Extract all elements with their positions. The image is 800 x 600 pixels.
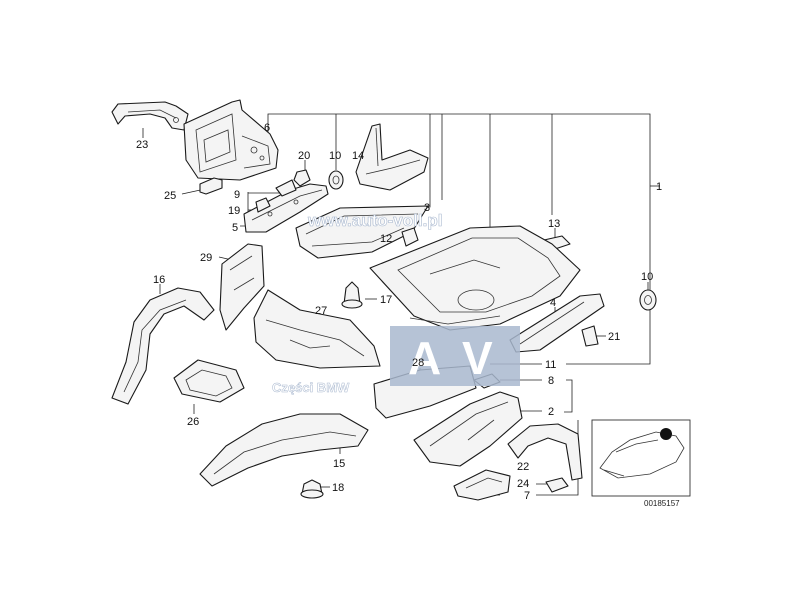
callout-1: 1 xyxy=(656,181,662,193)
reference-code: 00185157 xyxy=(644,499,680,508)
callout-23: 23 xyxy=(136,139,148,151)
callout-21: 21 xyxy=(608,331,620,343)
part-9-bracket xyxy=(275,179,297,197)
callout-22: 22 xyxy=(517,461,529,473)
callout-4: 4 xyxy=(550,297,556,309)
callout-27: 27 xyxy=(315,305,327,317)
part-5-cross-member xyxy=(243,183,329,233)
callout-10-top: 10 xyxy=(329,150,341,162)
callout-12: 12 xyxy=(380,233,392,245)
callout-18: 18 xyxy=(332,482,344,494)
part-24-bracket xyxy=(545,477,569,493)
part-29-side-panel xyxy=(219,243,265,331)
callout-11: 11 xyxy=(545,359,556,371)
part-16-wheel-arch-liner xyxy=(111,287,215,405)
callout-24: 24 xyxy=(517,478,529,490)
callout-14: 14 xyxy=(352,150,364,162)
callout-2: 2 xyxy=(548,406,554,418)
watermark-brand: Części BMW xyxy=(272,380,350,395)
callout-6: 6 xyxy=(264,122,270,134)
callout-20: 20 xyxy=(298,150,310,162)
callout-28: 28 xyxy=(412,357,424,369)
part-18-cap xyxy=(300,479,324,499)
part-23-bracket xyxy=(111,101,189,131)
callout-8: 8 xyxy=(548,375,554,387)
callout-labels: 6 1 23 20 10 14 25 9 19 5 3 12 13 10 29 … xyxy=(136,122,662,502)
watermark-logo-v: V xyxy=(462,332,493,384)
part-6-rear-panel xyxy=(183,99,279,181)
callout-7: 7 xyxy=(524,490,530,502)
callout-29: 29 xyxy=(200,252,212,264)
callout-26: 26 xyxy=(187,416,199,428)
part-21-plate xyxy=(581,325,599,347)
watermark-logo-a: A xyxy=(408,332,441,384)
part-3-trunk-floor xyxy=(295,205,429,259)
part-17-bump-stop xyxy=(341,281,363,309)
part-10-grommet-top xyxy=(328,170,344,190)
part-25-clip xyxy=(199,177,223,195)
part-10-grommet-right xyxy=(639,289,657,311)
part-15-underbody-panel xyxy=(199,413,369,487)
callout-13: 13 xyxy=(548,218,560,230)
callout-25: 25 xyxy=(164,190,176,202)
watermark-av-logo: A V xyxy=(390,326,520,386)
callout-3: 3 xyxy=(424,202,430,214)
inset-highlight-marker xyxy=(660,428,672,440)
leader-lines xyxy=(142,113,660,496)
part-20-bracket xyxy=(293,169,311,187)
callout-5: 5 xyxy=(232,222,238,234)
part-26-frame xyxy=(173,359,245,403)
part-12-clip xyxy=(401,227,419,247)
part-7-base-plate xyxy=(453,469,511,501)
callout-19: 19 xyxy=(228,205,240,217)
part-14-carrier xyxy=(355,123,429,191)
part-22-arch xyxy=(507,423,583,481)
callout-15: 15 xyxy=(333,458,345,470)
watermark-url: www.auto-voll.pl xyxy=(307,211,442,230)
part-27-floor-pan xyxy=(253,289,381,369)
callout-9: 9 xyxy=(234,189,240,201)
callout-10-right: 10 xyxy=(641,271,653,283)
part-19-clip xyxy=(255,197,271,213)
callout-17: 17 xyxy=(380,294,392,306)
inset-car-thumbnail: 00185157 xyxy=(591,419,691,508)
callout-16: 16 xyxy=(153,274,165,286)
part-2-floor-section xyxy=(413,391,523,467)
part-1-trunk-tub xyxy=(369,225,581,331)
